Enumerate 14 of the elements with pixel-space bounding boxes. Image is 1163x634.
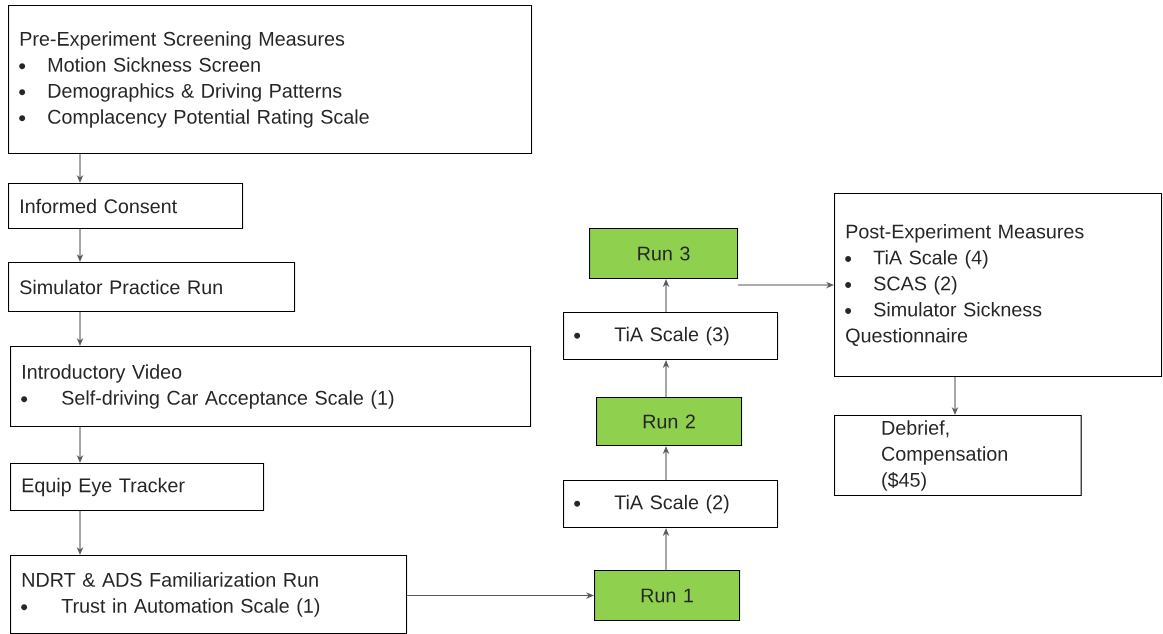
run-box: Run 1: [594, 570, 741, 622]
process-box: Informed Consent: [8, 183, 244, 230]
process-box: Simulator Practice Run: [8, 262, 296, 313]
process-box: Pre-Experiment Screening Measures Motion Sickness Screen Demographics & Driving Patterns Complacency Potential Rating Scale: [8, 5, 533, 155]
process-box: TiA Scale (2): [563, 480, 779, 529]
process-box: TiA Scale (3): [563, 312, 779, 361]
process-box: Introductory Video Self-driving Car Acceptance Scale (1): [10, 346, 532, 428]
process-box: Equip Eye Tracker: [10, 463, 265, 512]
process-box: Post-Experiment Measures TiA Scale (4) SCAS (2) Simulator Sickness Questionnaire: [834, 193, 1163, 378]
run-box: Run 3: [589, 228, 739, 280]
process-box: NDRT & ADS Familiarization Run Trust in Automation Scale (1): [10, 555, 408, 634]
run-box: Run 2: [596, 397, 743, 447]
arrow: [406, 592, 594, 599]
process-box: Debrief, Compensation ($45): [834, 415, 1082, 497]
